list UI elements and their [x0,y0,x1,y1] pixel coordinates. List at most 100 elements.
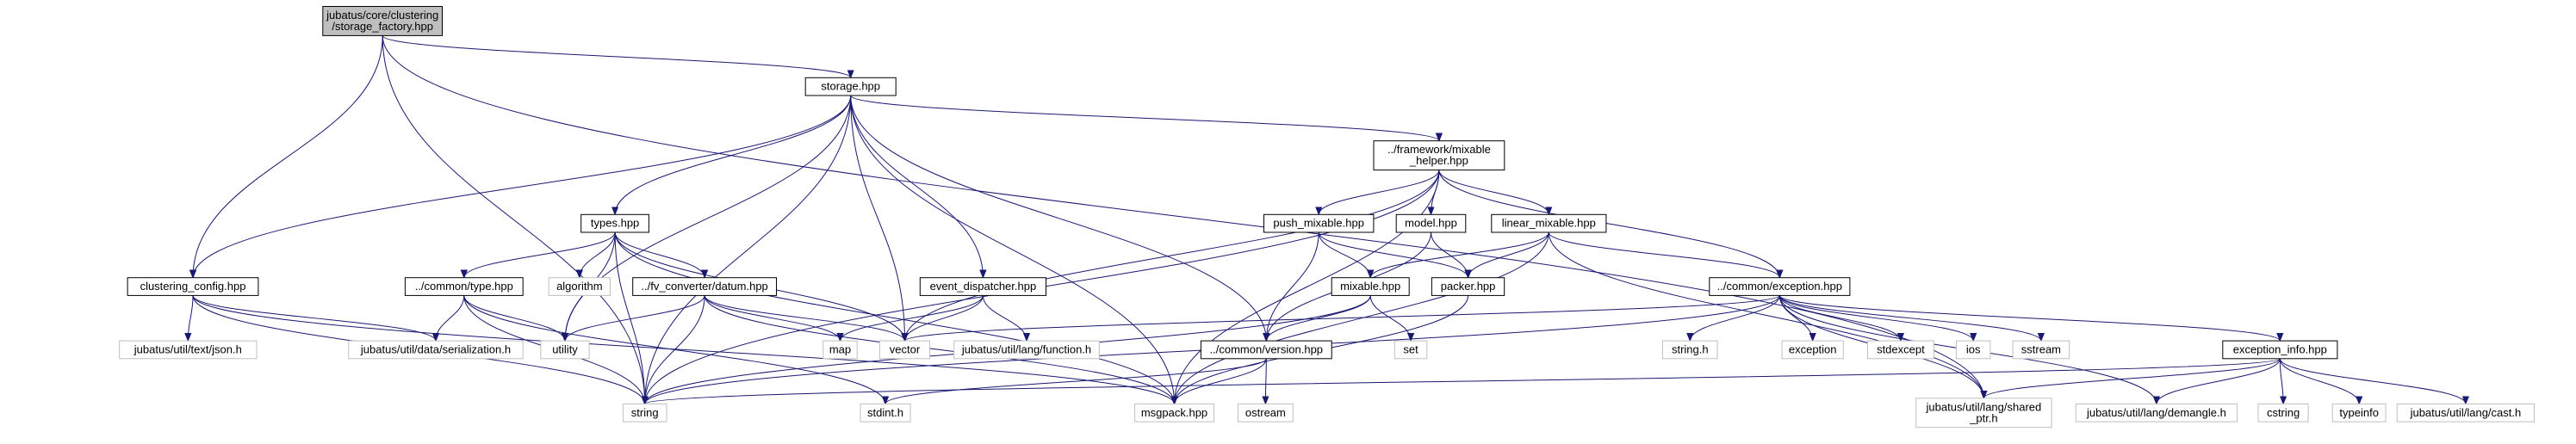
node-demangle: jubatus/util/lang/demangle.h [2075,403,2238,422]
edge-mixable_helper-to-exception [1438,170,1779,278]
node-msgpack: msgpack.hpp [1134,403,1214,422]
edge-version-to-ostream [1265,358,1266,404]
edge-common_type-to-utility [463,295,565,342]
edge-datum-to-utility [565,295,705,342]
node-label-datum: ../fv_converter/datum.hpp [641,280,767,293]
node-box-demangle [2075,403,2238,422]
node-box-storage_factory [322,6,443,36]
edge-mixable-to-set [1369,295,1411,342]
edge-datum-to-string [645,295,705,404]
node-box-push_mixable [1263,213,1375,233]
node-packer[interactable]: packer.hpp [1431,277,1505,296]
node-label-event_dispatcher: event_dispatcher.hpp [930,280,1037,293]
edge-exception_info-to-string [645,358,2281,404]
node-box-typeinfo [2331,403,2387,422]
node-exception_std: exception [1781,340,1844,360]
edge-mixable_helper-to-msgpack [1175,170,1440,404]
node-box-utility [540,340,590,360]
node-map: map [822,340,858,360]
node-exception_info[interactable]: exception_info.hpp [2222,340,2338,360]
edge-exception-to-exception_info [1778,294,2280,342]
node-exception[interactable]: ../common/exception.hpp [1709,277,1851,296]
node-storage[interactable]: storage.hpp [804,77,897,96]
edge-exception_info-to-typeinfo [2279,358,2359,404]
node-storage_factory[interactable]: jubatus/core/clustering/storage_factory.… [322,6,443,36]
node-stdint: stdint.h [860,403,911,422]
node-label-storage_factory: /storage_factory.hpp [332,20,433,33]
node-linear_mixable[interactable]: linear_mixable.hpp [1491,213,1607,233]
edge-storage-to-clustering_config [193,95,852,278]
edge-exception_info-to-cast [2279,358,2466,404]
node-label-serialization: jubatus/util/data/serialization.h [360,342,511,355]
node-box-json [119,340,258,360]
edge-datum-to-vector [704,295,904,342]
node-push_mixable[interactable]: push_mixable.hpp [1263,213,1375,233]
node-box-mixable_helper [1373,140,1505,171]
node-model[interactable]: model.hpp [1395,213,1467,233]
node-mixable_helper[interactable]: ../framework/mixable_helper.hpp [1373,140,1505,171]
edge-storage-to-vector [850,95,905,341]
node-label-clustering_config: clustering_config.hpp [140,280,246,293]
node-mixable[interactable]: mixable.hpp [1331,277,1410,296]
node-label-common_type: ../common/type.hpp [415,280,513,293]
node-label-ios: ios [1966,342,1981,355]
node-label-map: map [829,342,851,355]
edge-exception_info-to-demangle [2157,358,2281,404]
node-box-mixable [1331,277,1410,296]
node-label-types: types.hpp [591,217,639,230]
node-box-datum [632,277,778,296]
edge-exception_info-to-cstring [2279,358,2283,404]
node-box-cast [2396,403,2535,422]
edge-linear_mixable-to-shared_ptr [1548,231,1983,398]
node-datum[interactable]: ../fv_converter/datum.hpp [632,277,778,296]
edge-storage_factory-to-shared_ptr [382,35,1983,398]
node-box-storage [804,77,897,96]
node-label-json: jubatus/util/text/json.h [133,342,242,355]
node-types[interactable]: types.hpp [580,213,649,233]
node-label-function: jubatus/util/lang/function.h [961,342,1091,355]
node-label-typeinfo: typeinfo [2339,406,2379,419]
node-box-msgpack [1134,403,1214,422]
node-label-set: set [1403,342,1418,355]
node-label-msgpack: msgpack.hpp [1141,406,1207,419]
edge-linear_mixable-to-exception [1548,231,1779,278]
node-box-exception_info [2222,340,2338,360]
edge-storage_factory-to-clustering_config [193,35,383,277]
node-box-stdexcept [1867,340,1934,360]
edge-version-to-stdint [885,358,1267,404]
edge-datum-to-msgpack [704,295,1174,404]
node-event_dispatcher[interactable]: event_dispatcher.hpp [919,277,1047,296]
node-box-vector [878,340,931,360]
node-label-shared_ptr: jubatus/util/lang/shared [1926,400,2042,413]
edge-common_type-to-serialization [436,295,465,341]
edge-mixable_helper-to-vector [905,170,1440,342]
edge-clustering_config-to-serialization [192,295,436,342]
node-label-ostream: ostream [1245,406,1286,419]
node-box-map [822,340,858,360]
edge-version-to-msgpack [1175,358,1267,404]
node-serialization: jubatus/util/data/serialization.h [348,340,524,360]
node-box-set [1394,340,1428,360]
node-box-ostream [1238,403,1294,422]
edge-exception-to-sstream [1778,295,2041,342]
edge-storage-to-types [615,95,852,214]
node-box-common_type [404,277,524,296]
node-label-utility: utility [552,342,578,355]
edge-linear_mixable-to-msgpack [1175,231,1549,404]
edge-mixable_helper-to-linear_mixable [1438,170,1549,215]
node-version[interactable]: ../common/version.hpp [1200,340,1332,360]
node-shared_ptr: jubatus/util/lang/shared_ptr.h [1915,398,2052,429]
node-box-string_h [1661,340,1718,360]
node-label-push_mixable: push_mixable.hpp [1273,217,1364,230]
node-box-linear_mixable [1491,213,1607,233]
edge-types-to-algorithm [580,231,616,278]
node-label-mixable: mixable.hpp [1340,280,1400,293]
node-common_type[interactable]: ../common/type.hpp [404,277,524,296]
edge-exception-to-string_h [1690,295,1780,342]
node-clustering_config[interactable]: clustering_config.hpp [127,277,259,296]
edge-exception-to-stdexcept [1778,295,1901,342]
node-box-clustering_config [127,277,259,296]
node-label-vector: vector [890,342,921,355]
node-label-demangle: jubatus/util/lang/demangle.h [2086,406,2226,419]
